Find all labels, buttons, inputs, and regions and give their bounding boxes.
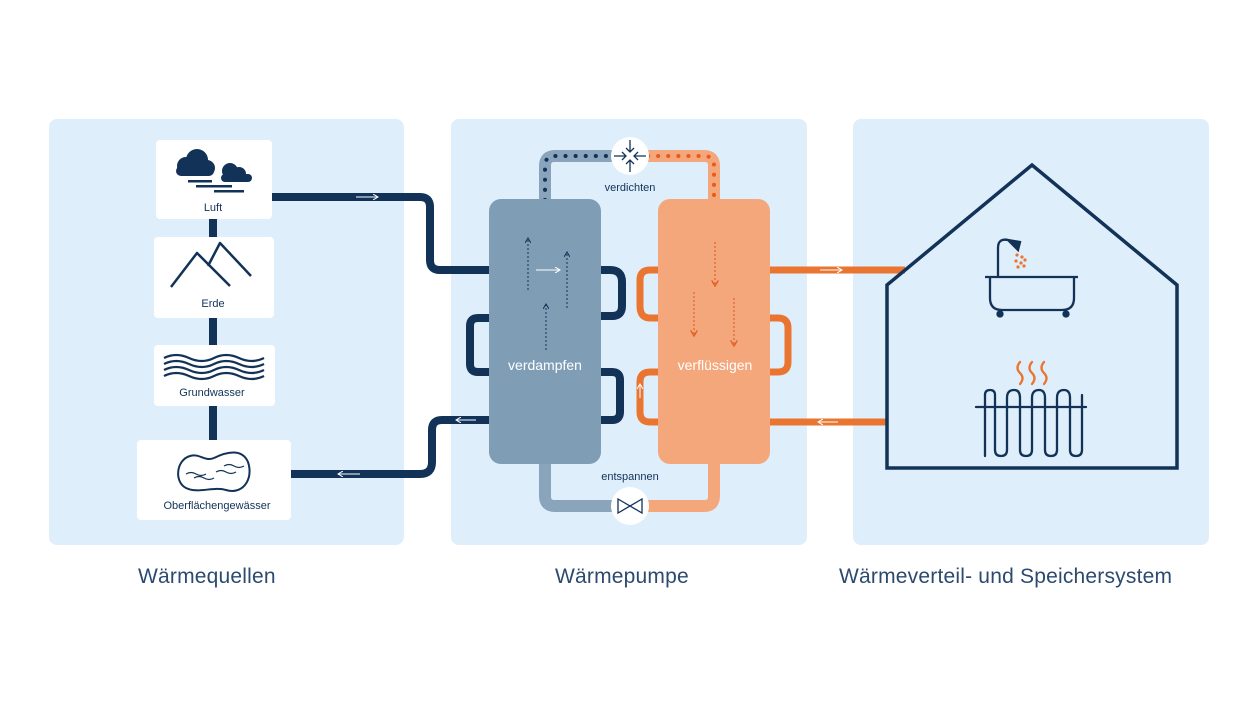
- expansion-valve-icon: [611, 487, 649, 525]
- source-label-oberflaechengewaesser: Oberflächengewässer: [163, 500, 270, 512]
- caption-distribution: Wärmeverteil- und Speichersystem: [839, 565, 1173, 588]
- source-return-pipe: [290, 416, 490, 478]
- bathtub-icon: [985, 238, 1078, 318]
- mountain-icon: [170, 241, 252, 288]
- expand-label: entspannen: [601, 471, 659, 483]
- house-icon: [885, 162, 1179, 470]
- compress-label: verdichten: [605, 182, 656, 194]
- compressor-icon: [611, 137, 649, 175]
- condenser-label: verflüssigen: [678, 357, 753, 373]
- evaporator-label: verdampfen: [508, 357, 582, 373]
- evaporator-loop-left: [466, 314, 490, 376]
- caption-pump: Wärmepumpe: [555, 565, 689, 588]
- refrigerant-hot-gas-dots: [646, 154, 716, 202]
- refrigerant-suction-dots: [543, 154, 614, 202]
- refrigerant-liquid-line: [648, 460, 720, 512]
- evaporator: [489, 199, 601, 464]
- lake-icon: [177, 451, 251, 492]
- source-label-luft: Luft: [204, 202, 222, 214]
- distribution-panel: [853, 119, 1209, 545]
- source-label-erde: Erde: [201, 298, 224, 310]
- source-card-oberflaechengewaesser: [137, 440, 291, 520]
- condenser-loop-right: [768, 314, 792, 376]
- shower-water-icon: [1014, 253, 1027, 269]
- sources-panel: [49, 119, 404, 545]
- caption-sources: Wärmequellen: [138, 565, 276, 588]
- refrigerant-expanded-line: [539, 460, 612, 512]
- heat-waves-icon: [1016, 360, 1048, 386]
- cloud-icon: [176, 149, 252, 193]
- condenser: [658, 199, 770, 464]
- evaporator-loop-right: [600, 368, 624, 424]
- heating-supply-pipe: [636, 266, 905, 322]
- source-card-erde: [154, 237, 274, 318]
- waves-icon: [163, 353, 265, 381]
- source-label-grundwasser: Grundwasser: [179, 387, 245, 399]
- radiator-icon: [974, 388, 1088, 458]
